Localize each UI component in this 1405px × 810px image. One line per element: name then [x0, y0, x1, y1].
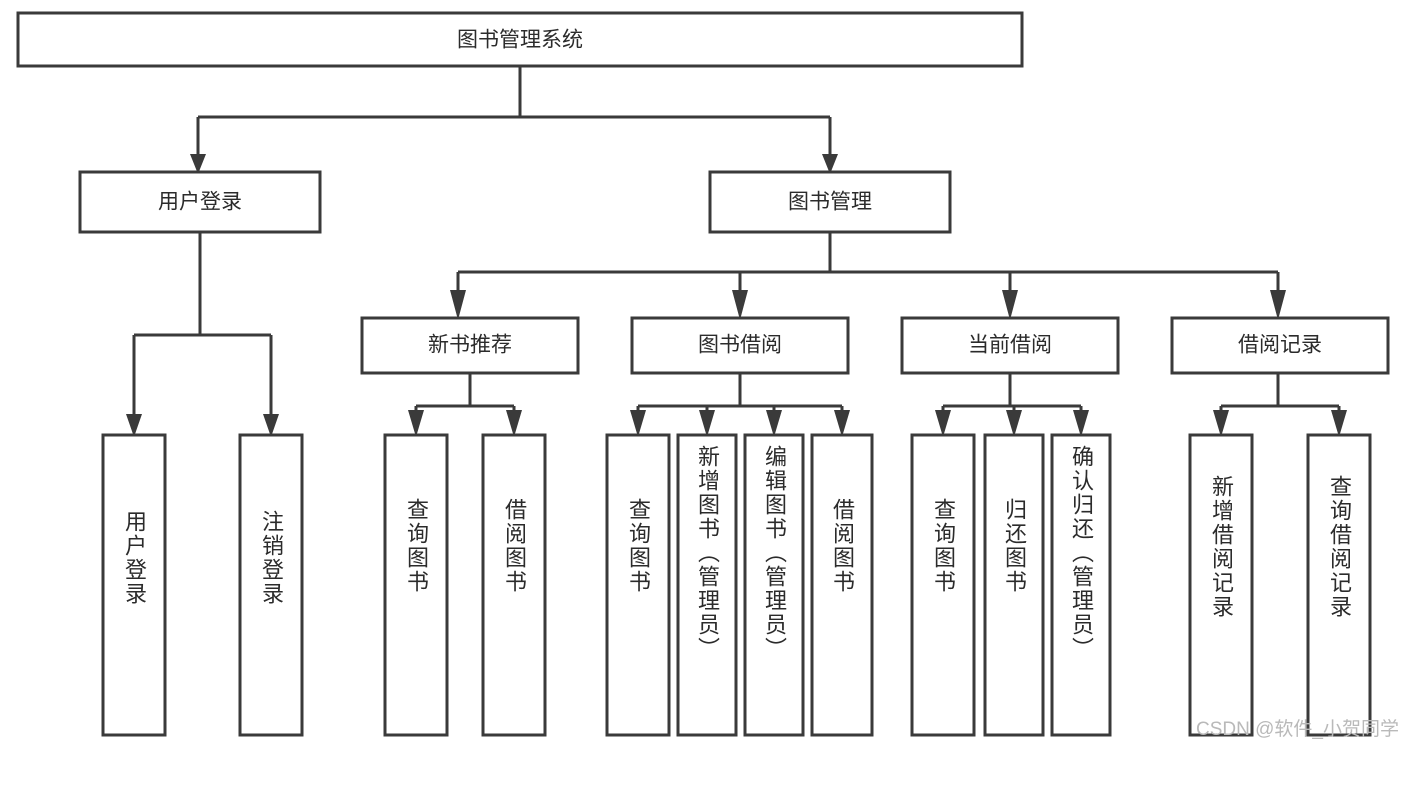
diagram-canvas: 图书管理系统 用户登录 图书管理 新书推荐 图书借阅 当前借阅 借阅记录: [16, 11, 1390, 737]
connector-book-manage-to-level3: [450, 232, 1286, 320]
arrow-head-icon: [935, 410, 951, 437]
node-box-leaf-query-book-bor[interactable]: [605, 433, 671, 737]
node-box: [360, 316, 580, 375]
node-box: [708, 170, 952, 234]
node-label: 图书管理系统: [457, 29, 583, 52]
node-root-system[interactable]: 图书管理系统: [16, 11, 1024, 68]
arrow-head-icon: [1213, 410, 1229, 437]
connector-current-borrow-to-leaves: [935, 373, 1089, 437]
arrow-head-icon: [732, 290, 748, 320]
node-label: 图书借阅: [698, 334, 782, 357]
arrow-head-icon: [1002, 290, 1018, 320]
arrow-head-icon: [408, 410, 424, 437]
node-user-login[interactable]: 用户登录: [78, 170, 322, 234]
connector-new-book-rec-to-leaves: [408, 373, 522, 437]
connector-root-to-level2: [190, 66, 838, 174]
org-chart-diagram: 图书管理系统 用户登录 图书管理 新书推荐 图书借阅 当前借阅 借阅记录: [16, 11, 1399, 740]
connector-borrow-record-to-leaves: [1213, 373, 1347, 437]
node-borrow-record[interactable]: 借阅记录: [1170, 316, 1390, 375]
arrow-head-icon: [1073, 410, 1089, 437]
arrow-head-icon: [834, 410, 850, 437]
node-box-leaf-add-book[interactable]: [676, 433, 738, 737]
arrow-head-icon: [822, 154, 838, 174]
node-box-leaf-logout[interactable]: [238, 433, 304, 737]
node-box-leaf-borrow-book-bor[interactable]: [810, 433, 874, 737]
arrow-head-icon: [699, 410, 715, 437]
leaf-boxes: [101, 433, 1372, 737]
node-label: 图书管理: [788, 191, 872, 214]
arrow-head-icon: [263, 414, 279, 437]
node-label: 当前借阅: [968, 334, 1052, 357]
node-box: [78, 170, 322, 234]
connector-user-login-to-leaves: [126, 232, 279, 437]
arrow-head-icon: [1270, 290, 1286, 320]
node-box-leaf-query-record[interactable]: [1306, 433, 1372, 737]
arrow-head-icon: [1331, 410, 1347, 437]
node-label: 借阅记录: [1238, 334, 1322, 357]
arrow-head-icon: [450, 290, 466, 320]
node-box-leaf-borrow-book-rec[interactable]: [481, 433, 547, 737]
node-box-leaf-query-book-rec[interactable]: [383, 433, 449, 737]
arrow-head-icon: [190, 154, 206, 174]
node-label: 新书推荐: [428, 334, 512, 357]
arrow-head-icon: [506, 410, 522, 437]
node-box-leaf-query-book-cur[interactable]: [910, 433, 976, 737]
node-new-book-rec[interactable]: 新书推荐: [360, 316, 580, 375]
node-box-leaf-add-record[interactable]: [1188, 433, 1254, 737]
node-box: [1170, 316, 1390, 375]
node-current-borrow[interactable]: 当前借阅: [900, 316, 1120, 375]
node-book-manage[interactable]: 图书管理: [708, 170, 952, 234]
node-box: [16, 11, 1024, 68]
arrow-head-icon: [766, 410, 782, 437]
arrow-head-icon: [1006, 410, 1022, 437]
node-box-leaf-return-book[interactable]: [983, 433, 1045, 737]
node-box: [630, 316, 850, 375]
arrow-head-icon: [126, 414, 142, 437]
arrow-head-icon: [630, 410, 646, 437]
node-box-leaf-user-login[interactable]: [101, 433, 167, 737]
node-book-borrow[interactable]: 图书借阅: [630, 316, 850, 375]
node-box-leaf-confirm-return[interactable]: [1050, 433, 1112, 737]
node-box: [900, 316, 1120, 375]
connector-book-borrow-to-leaves: [630, 373, 850, 437]
node-label: 用户登录: [158, 191, 242, 214]
node-box-leaf-edit-book[interactable]: [743, 433, 805, 737]
